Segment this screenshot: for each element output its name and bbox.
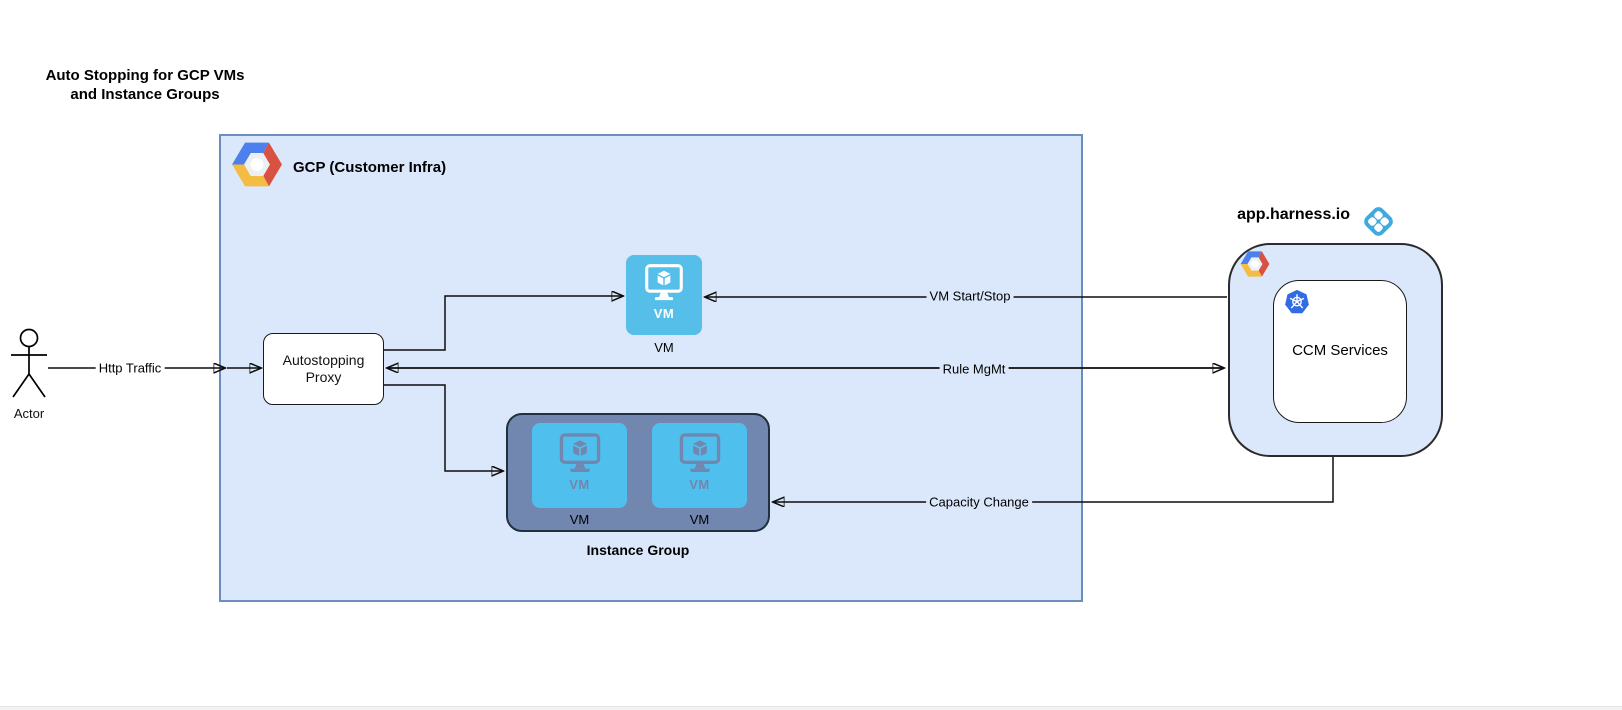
vm-node: VM <box>626 255 702 335</box>
instance-group-box: VM VM VM VM <box>506 413 770 532</box>
ccm-services-label: CCM Services <box>1292 342 1388 359</box>
edge-label-http-traffic: Http Traffic <box>95 360 165 376</box>
harness-logo-icon <box>1364 207 1393 236</box>
actor-label: Actor <box>13 406 45 421</box>
vm-tile-label: VM <box>689 477 710 492</box>
instance-group-vm-node: VM <box>532 423 627 508</box>
kubernetes-icon <box>1285 289 1309 314</box>
vm-monitor-icon <box>679 433 720 474</box>
gcp-box-label: GCP (Customer Infra) <box>293 159 447 176</box>
edge-label-rule-mgmt: Rule MgMt <box>939 361 1009 377</box>
gcp-logo-icon <box>232 142 282 187</box>
instance-group-label: Instance Group <box>586 542 690 558</box>
vm-tile-label: VM <box>569 477 590 492</box>
diagram-title: Auto Stopping for GCP VMs and Instance G… <box>45 67 245 103</box>
harness-domain-label: app.harness.io <box>1237 206 1350 223</box>
actor-icon <box>11 328 47 398</box>
vm-tile-label: VM <box>653 306 675 321</box>
autostopping-proxy-label: Autostopping Proxy <box>282 352 365 385</box>
edge-label-vm-start-stop: VM Start/Stop <box>926 288 1014 304</box>
edge-label-capacity-change: Capacity Change <box>926 494 1032 510</box>
gcp-logo-icon <box>1240 251 1270 277</box>
vm-caption: VM <box>689 512 710 527</box>
vm-caption: VM <box>569 512 590 527</box>
vm-monitor-icon <box>645 264 683 302</box>
vm-caption: VM <box>654 340 674 355</box>
instance-group-vm-node: VM <box>652 423 747 508</box>
vm-monitor-icon <box>559 433 600 474</box>
bottom-edge-strip <box>0 706 1622 710</box>
autostopping-proxy-node: Autostopping Proxy <box>263 333 384 405</box>
